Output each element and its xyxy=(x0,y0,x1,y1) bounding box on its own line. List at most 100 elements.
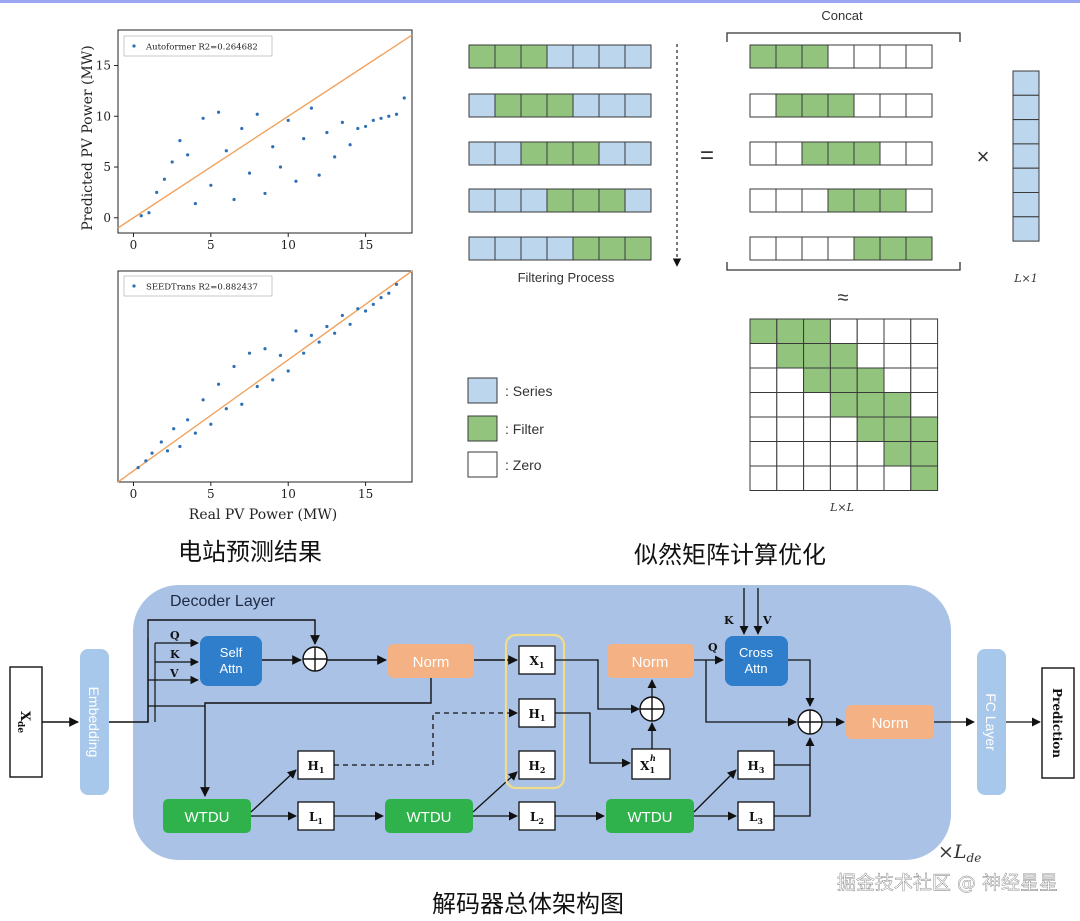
data-point xyxy=(286,369,290,373)
series-cell xyxy=(624,188,652,213)
data-point xyxy=(333,155,337,159)
filter-cell xyxy=(827,188,855,213)
filter-cell xyxy=(749,318,778,344)
data-point xyxy=(232,364,236,369)
filter-cell xyxy=(879,236,907,261)
zero-cell xyxy=(910,367,939,393)
zero-cell xyxy=(856,343,885,369)
h3-label: H3 xyxy=(748,759,765,775)
data-point xyxy=(263,347,267,351)
zero-cell xyxy=(749,416,778,442)
l1-label: L1 xyxy=(309,810,323,826)
wire-qkv-bus xyxy=(148,643,156,722)
data-point xyxy=(340,313,344,318)
filter-cell xyxy=(572,141,600,166)
data-point xyxy=(302,137,306,141)
layer-repeat-label: ×Lde xyxy=(938,841,981,865)
vector-size-label: L×1 xyxy=(1013,272,1038,285)
filter-cell xyxy=(598,188,626,213)
norm-block-3 xyxy=(846,705,934,739)
x-tick-label: 10 xyxy=(281,238,296,252)
x1h-box xyxy=(631,748,671,780)
data-point xyxy=(302,351,306,355)
data-point xyxy=(325,130,329,135)
h2-box xyxy=(518,750,556,780)
data-point xyxy=(379,116,383,120)
zero-cell xyxy=(829,465,858,491)
x-tick-label: 15 xyxy=(358,238,373,252)
data-point xyxy=(340,120,344,124)
filter-cell xyxy=(879,188,907,213)
h1-label-stage1: H1 xyxy=(308,759,325,775)
data-point xyxy=(159,440,163,444)
zero-cell xyxy=(856,318,885,344)
h3-box xyxy=(737,750,775,780)
wire-norm2-add3 xyxy=(705,660,797,727)
x1-box xyxy=(518,645,556,675)
data-point xyxy=(162,177,167,181)
data-point xyxy=(172,427,176,431)
data-point xyxy=(363,309,368,313)
filter-cell xyxy=(856,416,885,442)
data-point xyxy=(263,191,267,196)
filter-cell xyxy=(776,318,805,344)
filter-cell xyxy=(856,392,885,418)
reference-line xyxy=(117,34,413,229)
h1-label-group: H1 xyxy=(529,707,546,723)
filter-cell xyxy=(853,236,881,261)
wire-cross-add3 xyxy=(788,659,815,707)
data-point xyxy=(317,173,321,177)
norm-block-1 xyxy=(388,644,474,678)
series-cell xyxy=(572,93,600,118)
filter-cell xyxy=(520,93,548,118)
k-label: K xyxy=(170,648,180,661)
x-tick-label: 0 xyxy=(130,487,138,501)
x-tick-label: 5 xyxy=(207,487,215,501)
data-point xyxy=(309,106,314,110)
series-cell xyxy=(468,188,496,213)
x-tick-label: 0 xyxy=(130,238,138,252)
zero-cell xyxy=(879,141,907,166)
norm-block-2 xyxy=(607,644,694,678)
y-tick-label: 10 xyxy=(96,109,111,123)
data-point xyxy=(348,143,352,147)
data-point xyxy=(317,340,321,344)
decoder-architecture: Decoder Layer Xde Embedding Q K V Self A… xyxy=(9,585,1075,865)
legend-marker xyxy=(132,284,136,288)
self-attn-block xyxy=(200,636,262,686)
cross-attn-label-1: Cross xyxy=(739,645,773,660)
cross-attn-block xyxy=(725,636,788,686)
filter-cell xyxy=(827,141,855,166)
y-tick-label: 15 xyxy=(96,59,111,73)
data-point xyxy=(193,431,197,435)
zero-cell xyxy=(856,465,885,491)
data-point xyxy=(387,291,391,295)
data-point xyxy=(224,149,228,153)
wtdu-label-2: WTDU xyxy=(407,809,452,826)
x-tick-label: 5 xyxy=(207,238,215,252)
legend-filter-label: : Filter xyxy=(505,421,544,437)
data-point xyxy=(247,171,252,175)
series-cell xyxy=(546,236,574,261)
series-cell xyxy=(598,93,626,118)
data-point xyxy=(144,459,148,463)
data-point xyxy=(356,307,360,311)
h2-label: H2 xyxy=(529,759,546,775)
prediction-label: Prediction xyxy=(1050,688,1064,758)
zero-cell xyxy=(749,441,778,467)
zero-cell xyxy=(776,367,805,393)
filter-cell xyxy=(883,441,912,467)
zero-cell xyxy=(910,343,939,369)
caption-station-results: 电站预测结果 xyxy=(178,538,322,566)
add-node-1 xyxy=(302,646,328,672)
data-point xyxy=(186,418,190,422)
data-point xyxy=(209,422,213,426)
filter-cell xyxy=(829,392,858,418)
data-point xyxy=(286,118,290,122)
approx-sign: ≈ xyxy=(838,287,849,309)
filter-cell xyxy=(801,44,829,69)
add-node-3 xyxy=(797,709,823,735)
reference-line xyxy=(117,270,413,483)
series-cell xyxy=(598,44,626,69)
